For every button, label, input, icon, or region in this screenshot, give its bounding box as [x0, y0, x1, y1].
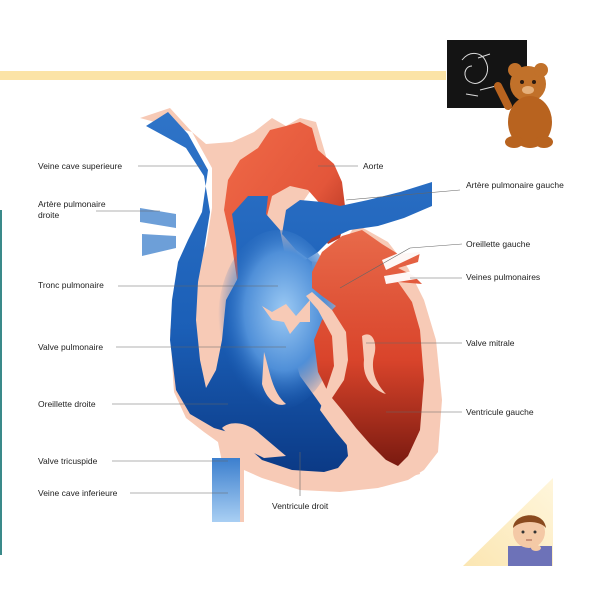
septum [306, 292, 420, 480]
right-ventricle-pocket [222, 423, 286, 458]
label-veine-cave-superieure: Veine cave superieure [38, 161, 123, 171]
label-artere-pulmonaire-gauche: Artère pulmonaire gauche [466, 180, 564, 190]
leader-lines [96, 165, 463, 496]
label-oreillette-gauche: Oreillette gauche [466, 239, 531, 249]
leader-apg [345, 189, 461, 201]
pulmonary-valve-leaflets [262, 300, 310, 334]
mitral-valve-leaflet [362, 334, 386, 394]
teddy-bear-teacher-chalkboard-icon [447, 40, 553, 148]
label-artere-pulmonaire-droite: Artère pulmonaire droite [38, 199, 106, 220]
label-oreillette-droite: Oreillette droite [38, 399, 96, 409]
label-valve-pulmonaire: Valve pulmonaire [38, 342, 104, 352]
leader-oreillette-g [339, 247, 411, 289]
tricuspid-valve-leaflet [262, 352, 286, 405]
inferior-vena-cava [212, 458, 240, 522]
pulmonary-veins [382, 244, 424, 284]
leader-oreillette-g-2 [409, 243, 463, 249]
label-veine-cave-inferieure: Veine cave inferieure [38, 488, 118, 498]
label-tronc-pulmonaire: Tronc pulmonaire [38, 280, 104, 290]
label-ventricule-droit: Ventricule droit [272, 501, 329, 511]
label-aorte: Aorte [363, 161, 384, 171]
label-valve-mitrale: Valve mitrale [466, 338, 515, 348]
top-decorative-band [0, 71, 446, 80]
label-ventricule-gauche: Ventricule gauche [466, 407, 534, 417]
right-pulmonary-artery [140, 208, 176, 256]
child-thinking-icon [508, 515, 552, 566]
left-edge-line [0, 210, 2, 555]
label-valve-tricuspide: Valve tricuspide [38, 456, 98, 466]
label-veines-pulmonaires: Veines pulmonaires [466, 272, 541, 282]
